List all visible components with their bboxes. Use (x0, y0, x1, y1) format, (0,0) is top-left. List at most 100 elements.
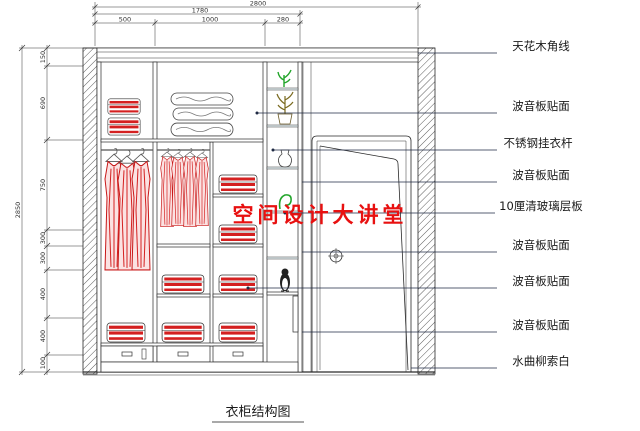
door-jamb (302, 62, 312, 372)
crown-molding (96, 47, 419, 63)
display-column (266, 69, 299, 333)
leader-dot (283, 211, 287, 215)
left-wall-hatch (82, 47, 98, 375)
dim-height-6: 400 (39, 288, 47, 300)
door (302, 62, 412, 372)
penguin-belly (282, 278, 288, 290)
dimension-ticks-total (18, 44, 26, 376)
shelf (212, 293, 264, 298)
sub-divider-panel (209, 141, 214, 347)
folded-clothes-stack (218, 174, 258, 194)
hanging-garment (195, 149, 209, 227)
dim-total-width: 2800 (250, 0, 267, 8)
door-frame-inner (316, 140, 407, 372)
dimension-ticks (43, 44, 51, 376)
plant-icon (277, 69, 292, 87)
towel-roll (170, 122, 234, 137)
callout-label-hanging-rod: 不锈钢挂衣杆 (504, 136, 573, 150)
folded-clothes-stack (161, 274, 205, 294)
side-panel-left (96, 61, 102, 373)
dim-height-3: 750 (39, 179, 47, 191)
hanging-garment (160, 148, 174, 228)
top-compartment-shelf (100, 138, 264, 143)
crown-molding-profile (97, 51, 418, 59)
potted-plant-leaves-icon (276, 91, 294, 114)
side-panel-right (297, 61, 303, 373)
folded-clothes-stack (107, 117, 141, 136)
callout-label-glass-shelf: 10厘清玻璃层板 (499, 199, 583, 213)
folded-clothes-stack (106, 322, 146, 343)
glass-shelf (266, 210, 299, 214)
folded-clothes-stack (161, 322, 205, 343)
leader-dot (271, 148, 275, 152)
door-frame-outer (311, 135, 412, 372)
callout-label-veneer: 波音板贴面 (512, 99, 570, 113)
drawing-title: 衣柜结构图 (225, 404, 290, 420)
drawer-divider-mark (141, 348, 147, 360)
callout-label-veneer: 波音板贴面 (512, 168, 570, 182)
door-handle-crosshair (328, 248, 344, 264)
vase-icon (278, 149, 292, 168)
support-post (292, 295, 299, 333)
folded-clothes-stack (218, 274, 258, 294)
drawer-top-rail (100, 342, 264, 347)
top-dimensions: 2800 1780 500 1000 280 (92, 0, 421, 46)
callout-label-veneer: 波音板贴面 (512, 318, 570, 332)
ornament-icon (278, 194, 292, 210)
callout-label-crown-molding: 天花木角线 (512, 39, 570, 53)
folded-clothes-stack (218, 322, 258, 343)
shelf (156, 243, 211, 248)
plinth (100, 361, 299, 373)
wardrobe-carcass (96, 61, 303, 373)
right-wall-hatch (417, 47, 436, 375)
glass-shelf (266, 256, 299, 260)
towel-roll (172, 107, 234, 121)
glass-shelf (266, 166, 299, 170)
shelf (212, 193, 264, 198)
dim-segment-middle: 1000 (202, 16, 219, 24)
callout-labels: 天花木角线 波音板贴面 不锈钢挂衣杆 波音板贴面 10厘清玻璃层板 波音板贴面 … (499, 39, 583, 368)
shelf (156, 293, 211, 298)
door-leaf (319, 145, 409, 371)
hanging-garment (131, 148, 151, 271)
hanging-garment (183, 148, 197, 228)
dim-height-4: 300 (39, 232, 47, 244)
dim-total-height: 2850 (14, 202, 22, 219)
callout-label-ash-finish: 水曲柳索白 (512, 354, 570, 368)
divider-panel-a (152, 61, 158, 373)
dim-segment-right: 280 (277, 16, 289, 24)
dim-height-8: 100 (39, 357, 47, 369)
hanging-garment (171, 149, 185, 227)
penguin-head (281, 268, 289, 276)
callout-leaders (246, 52, 497, 369)
extension-lines (94, 2, 419, 46)
leader-dot (255, 111, 259, 115)
dim-height-7: 400 (39, 330, 47, 342)
callout-label-veneer: 波音板贴面 (512, 238, 570, 252)
drawer-handle (177, 351, 189, 357)
extension-lines (44, 47, 83, 373)
glass-shelf (266, 124, 299, 128)
drawer-handle (121, 351, 133, 357)
towel-roll (170, 92, 234, 106)
callout-label-veneer: 波音板贴面 (512, 274, 570, 288)
extension-lines-total (19, 47, 44, 373)
base-shelf (266, 291, 299, 296)
dim-height-1: 150 (39, 51, 47, 63)
shelf (212, 243, 264, 248)
leader-dot (246, 286, 250, 290)
room-structure (82, 47, 436, 376)
penguin-figurine-icon (280, 268, 290, 292)
dim-height-5: 300 (39, 252, 47, 264)
left-dimensions: 2850 150 690 750 300 300 400 400 100 (14, 44, 83, 376)
watermark: 空间设计大讲堂 (233, 203, 408, 227)
dim-subtotal-width: 1780 (192, 7, 209, 15)
glass-shelf (266, 87, 299, 91)
drawer-handle (232, 351, 244, 357)
dim-height-2: 690 (39, 97, 47, 109)
dim-segment-left: 500 (119, 16, 131, 24)
folded-clothes-stack (107, 98, 141, 115)
flower-pot-icon (277, 113, 293, 125)
folded-clothes-stack (218, 224, 258, 244)
